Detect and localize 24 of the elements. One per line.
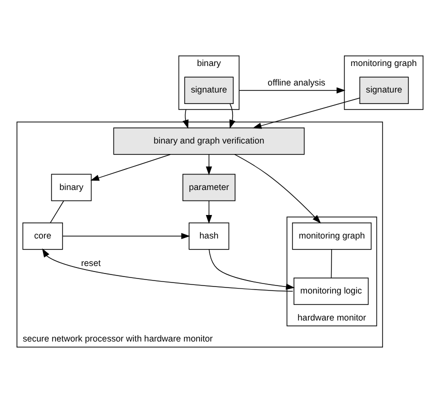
- arrow: [206, 154, 212, 176]
- node-box: hash: [188, 222, 230, 250]
- arrow: [90, 154, 171, 181]
- connector: [50, 200, 64, 224]
- node-box: binary: [51, 174, 92, 202]
- arrow: [206, 200, 212, 224]
- node-box: signature: [184, 76, 234, 104]
- node-box: core: [22, 222, 63, 250]
- edge-label: reset: [81, 258, 101, 268]
- arrow: [252, 98, 360, 129]
- arrow: [208, 249, 295, 290]
- node-box: monitoring logic: [294, 278, 369, 305]
- edge-label: offline analysis: [268, 78, 326, 88]
- arrow: [62, 232, 190, 240]
- node-box: binary and graph verification: [113, 128, 305, 155]
- node-box: parameter: [182, 174, 236, 202]
- node-box: signature: [359, 76, 409, 104]
- connector: [330, 249, 332, 278]
- arrow: [42, 248, 294, 292]
- node-box: monitoring graph: [292, 222, 372, 250]
- arrow: [182, 109, 188, 129]
- arrow: [234, 154, 321, 224]
- arrow: [238, 87, 346, 94]
- arrow: [229, 103, 236, 129]
